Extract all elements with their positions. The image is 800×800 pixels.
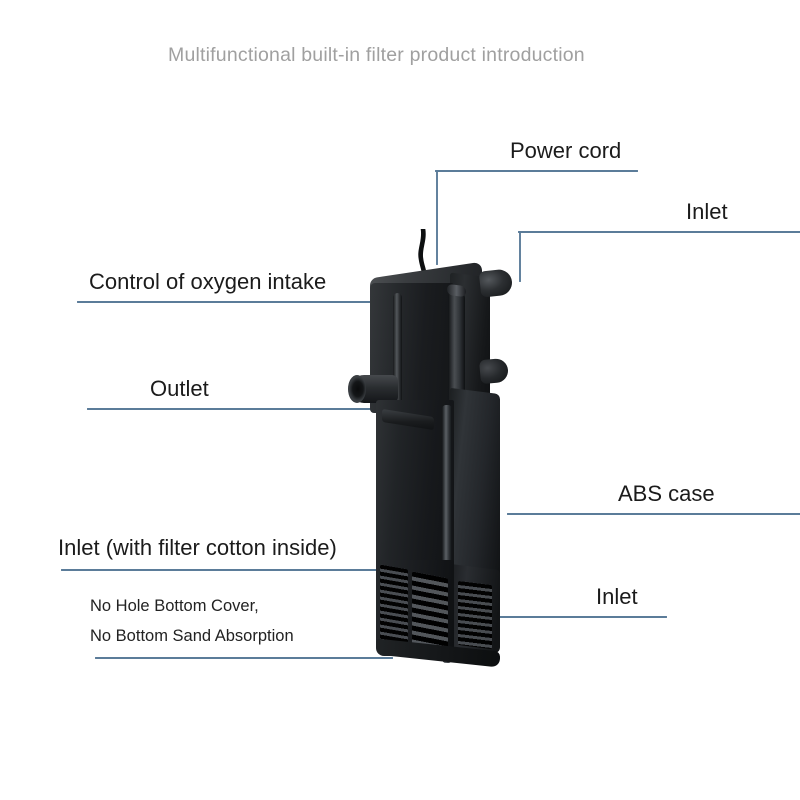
label-oxygen-control: Control of oxygen intake (89, 269, 327, 294)
inlet-nozzle-mid (479, 357, 509, 385)
label-abs-case: ABS case (618, 481, 715, 506)
page-title: Multifunctional built-in filter product … (168, 44, 585, 66)
product-illustration (330, 215, 570, 685)
bottom-inlet-louvres-right (458, 580, 492, 650)
label-power-cord: Power cord (510, 138, 622, 163)
inlet-nozzle-top (478, 268, 514, 298)
label-inlet-bottom: Inlet (596, 584, 638, 609)
body-pipe (442, 405, 452, 663)
note-line-2: No Bottom Sand Absorption (90, 627, 294, 645)
note-line-1: No Hole Bottom Cover, (90, 597, 259, 615)
label-inlet-top: Inlet (686, 199, 728, 224)
label-inlet-filter-cotton: Inlet (with filter cotton inside) (58, 535, 337, 560)
outlet-nozzle-opening (348, 375, 366, 403)
label-outlet: Outlet (150, 376, 209, 401)
head-pipe (393, 293, 402, 411)
